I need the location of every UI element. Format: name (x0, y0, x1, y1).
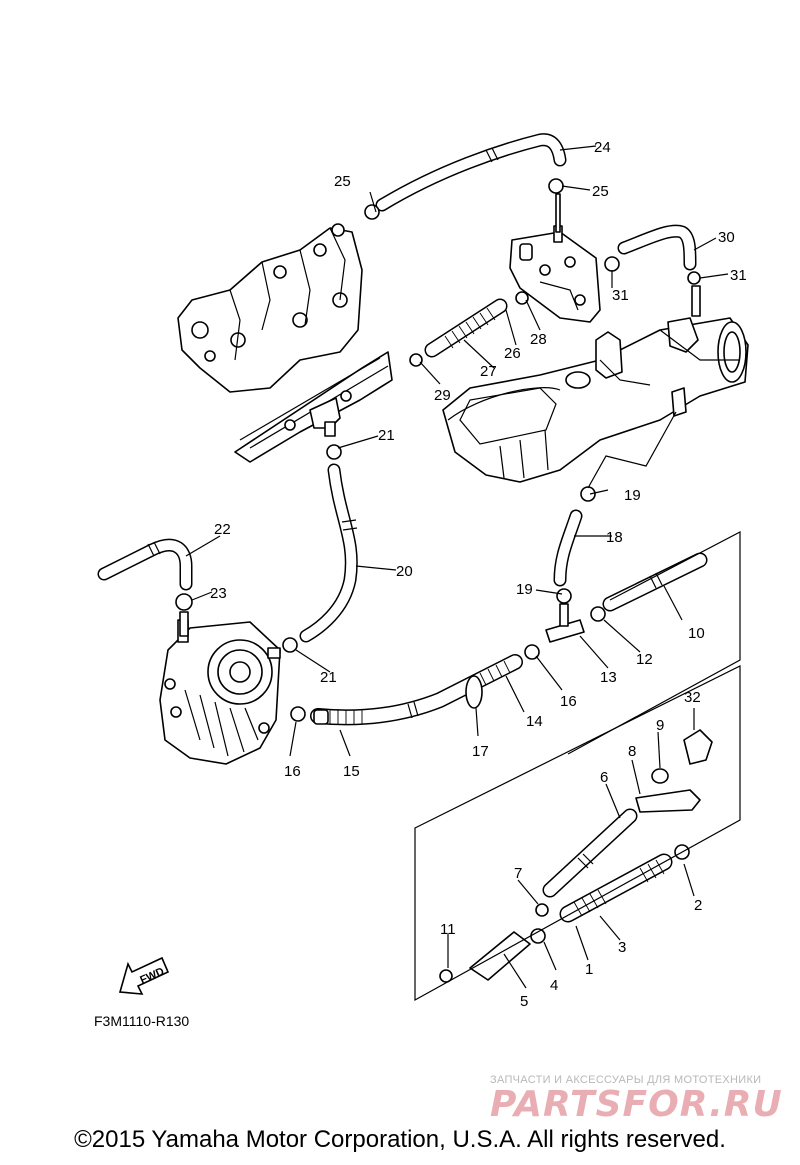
part-label-27: 27 (480, 363, 497, 380)
dashed-link (587, 411, 677, 489)
part-label-17: 17 (472, 743, 489, 760)
part-label-26: 26 (504, 345, 521, 362)
watermark-logo: PARTSFOR.RU (490, 1084, 783, 1125)
part-label-23: 23 (210, 585, 227, 602)
diagram-code: F3M1110-R130 (94, 1013, 189, 1029)
part-label-32: 32 (684, 689, 701, 706)
part-label-9: 9 (656, 717, 664, 734)
part-label-22: 22 (214, 521, 231, 538)
part-label-18: 18 (606, 529, 623, 546)
part-label-21a: 21 (378, 427, 395, 444)
part-label-31b: 31 (612, 287, 629, 304)
sub-assembly-outline-hoses (567, 531, 741, 755)
part-labels: 1 2 3 4 5 6 7 8 9 10 11 12 13 14 15 16 1… (210, 139, 747, 1010)
part-label-19b: 19 (516, 581, 533, 598)
water-jacket-plate-drawing (509, 225, 601, 323)
part-label-10: 10 (688, 625, 705, 642)
part-label-1: 1 (585, 961, 593, 978)
part-label-16a: 16 (560, 693, 577, 710)
part-label-5: 5 (520, 993, 528, 1010)
part-label-7: 7 (514, 865, 522, 882)
part-label-30: 30 (718, 229, 735, 246)
watermark-tagline: ЗАПЧАСТИ И АКСЕССУАРЫ ДЛЯ МОТОТЕХНИКИ (490, 1074, 761, 1086)
copyright-notice: ©2015 Yamaha Motor Corporation, U.S.A. A… (74, 1126, 726, 1153)
part-label-19a: 19 (624, 487, 641, 504)
part-label-14: 14 (526, 713, 543, 730)
part-label-3: 3 (618, 939, 626, 956)
part-label-8: 8 (628, 743, 636, 760)
part-label-29: 29 (434, 387, 451, 404)
leader-lines (185, 145, 729, 989)
part-label-31a: 31 (730, 267, 747, 284)
clamps-and-fittings (175, 178, 713, 983)
part-label-20: 20 (396, 563, 413, 580)
part-label-24: 24 (594, 139, 611, 156)
part-label-13: 13 (600, 669, 617, 686)
sub-assembly-outline-lower (414, 665, 741, 1002)
part-label-21b: 21 (320, 669, 337, 686)
forward-direction-arrow-icon: FWD (118, 956, 170, 995)
part-label-25a: 25 (334, 173, 351, 190)
part-label-2: 2 (694, 897, 702, 914)
part-label-11: 11 (440, 921, 456, 938)
part-label-28: 28 (530, 331, 547, 348)
hoses (97, 133, 708, 923)
pump-housing-drawing (159, 619, 281, 765)
part-label-16b: 16 (284, 763, 301, 780)
part-label-25b: 25 (592, 183, 609, 200)
exhaust-chamber-drawing (442, 317, 749, 483)
part-label-6: 6 (600, 769, 608, 786)
exhaust-manifold-drawing (177, 223, 393, 463)
part-label-15: 15 (343, 763, 360, 780)
part-label-12: 12 (636, 651, 653, 668)
part-label-4: 4 (550, 977, 558, 994)
